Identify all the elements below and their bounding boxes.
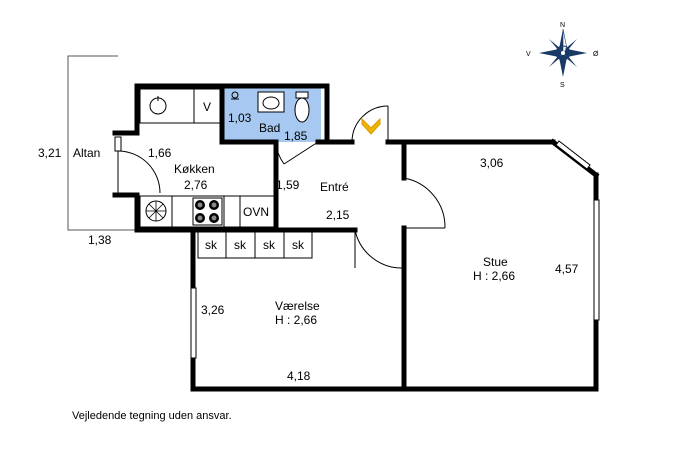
dim-bad-depth: 1,85 (284, 129, 308, 143)
room-altan: Altan (73, 146, 100, 160)
dim-entre-width: 1,59 (276, 178, 300, 192)
room-bad: Bad (259, 121, 280, 135)
shower-icon (231, 91, 239, 100)
dim-altan-width: 1,38 (88, 233, 112, 247)
fixture-ovn: OVN (243, 205, 269, 219)
room-stue-height: H : 2,66 (473, 269, 515, 283)
closet-label: sk (205, 238, 218, 252)
dim-vaerelse-depth: 3,26 (201, 303, 225, 317)
fixture-v: V (203, 100, 211, 114)
bath-fixtures (231, 91, 310, 123)
dim-kokken-width: 2,76 (184, 178, 208, 192)
windows (190, 140, 600, 359)
room-stue: Stue (483, 255, 508, 269)
entrance-arrow-icon (361, 117, 381, 135)
dim-stue-depth: 4,57 (555, 262, 579, 276)
vaerelse-door (354, 229, 405, 269)
closets (197, 231, 313, 259)
kitchen-upper-counter (139, 88, 221, 124)
dim-kokken-depth: 1,66 (148, 146, 172, 160)
balcony-outline (67, 55, 136, 231)
kitchen-lower-counter (139, 195, 275, 228)
toilet-icon (294, 97, 310, 123)
bath-door (275, 141, 319, 165)
toilet-tank-icon (295, 91, 309, 99)
closet-label: sk (292, 238, 305, 252)
room-vaerelse: Værelse (275, 299, 320, 313)
room-vaerelse-height: H : 2,66 (275, 313, 317, 327)
stue-door (403, 177, 446, 229)
dim-bad-width: 1,03 (228, 111, 252, 125)
dim-entre-depth: 2,15 (326, 208, 350, 222)
compass-s-label: S (560, 82, 565, 89)
compass-n-label: N (560, 22, 565, 29)
compass-o-label: Ø (593, 51, 599, 58)
stove-icon (192, 197, 223, 226)
entrance-door (351, 105, 389, 143)
walls (112, 83, 600, 392)
balcony-door (114, 136, 161, 194)
closet-label: sk (263, 238, 276, 252)
compass-icon (539, 28, 587, 77)
compass-v-label: V (526, 51, 531, 58)
dim-altan-height: 3,21 (38, 146, 62, 160)
dim-stue-width: 3,06 (480, 156, 504, 170)
dim-vaerelse-width: 4,18 (287, 369, 311, 383)
room-entre: Entré (320, 180, 349, 194)
disclaimer-text: Vejledende tegning uden ansvar. (72, 410, 232, 422)
room-kokken: Køkken (174, 162, 215, 176)
closet-label: sk (234, 238, 247, 252)
